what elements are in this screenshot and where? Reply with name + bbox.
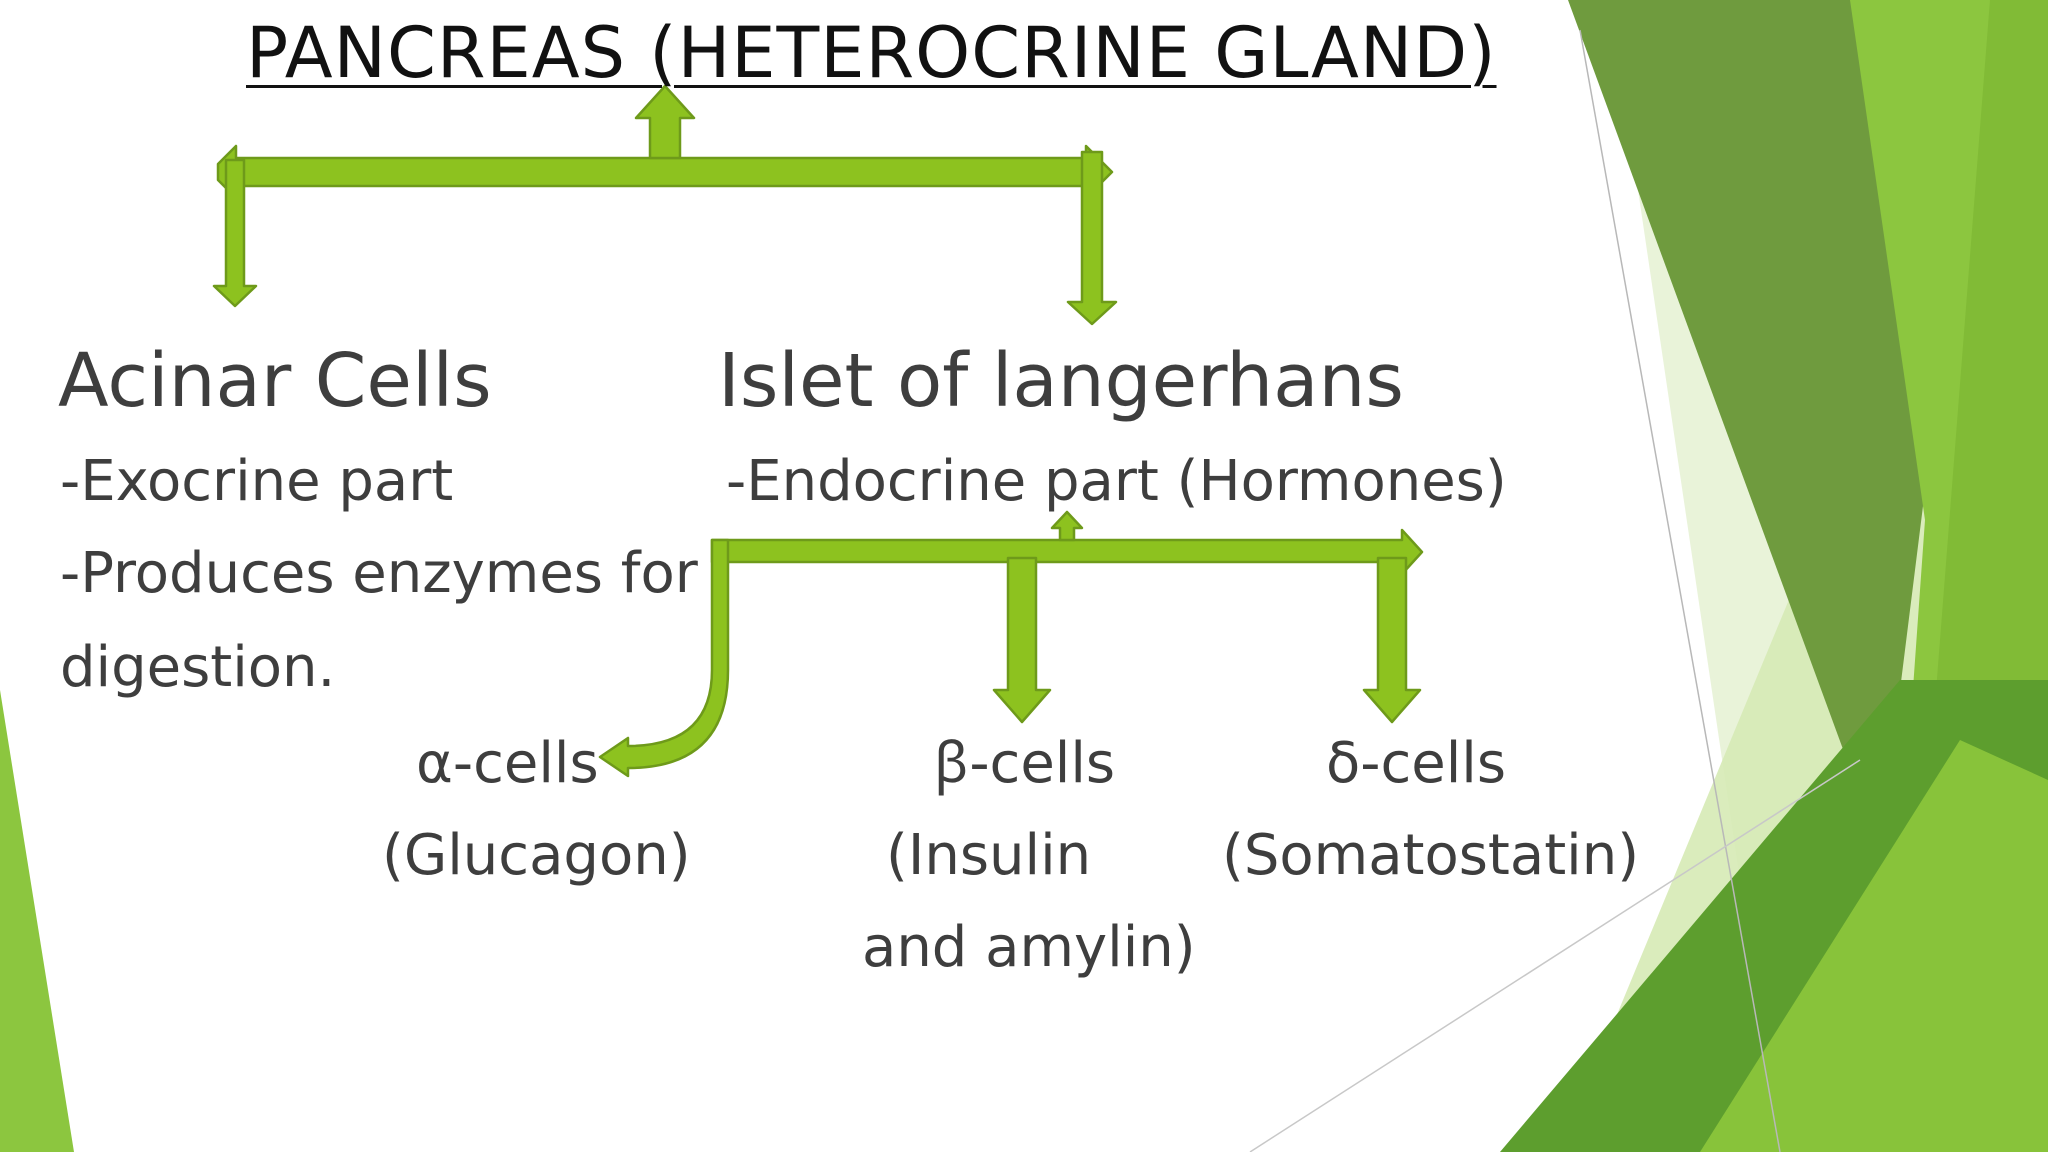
- slide-title: PANCREAS (HETEROCRINE GLAND): [246, 12, 1497, 94]
- up-arrow-to-endocrine: [1050, 510, 1084, 542]
- down-arrow-beta: [992, 556, 1052, 724]
- acinar-line-exocrine: -Exocrine part: [60, 449, 454, 514]
- up-arrow-to-title: [634, 84, 696, 160]
- beta-cells-hormone-line2: and amylin): [862, 915, 1196, 980]
- acinar-cells-heading: Acinar Cells: [58, 338, 492, 424]
- beta-cells-label: ꞵ-cells: [934, 731, 1116, 796]
- lower-horizontal-arrow: [710, 528, 1424, 576]
- alpha-cells-label: α-cells: [416, 731, 599, 796]
- curved-arrow-alpha: [598, 538, 730, 778]
- delta-cells-hormone: (Somatostatin): [1222, 823, 1640, 888]
- down-arrow-acinar: [212, 158, 258, 308]
- acinar-line-enzymes: -Produces enzymes for: [60, 541, 698, 606]
- islet-heading: Islet of langerhans: [718, 338, 1404, 424]
- down-arrow-islet: [1066, 150, 1118, 326]
- deco-left-sliver: [0, 690, 74, 1152]
- deco-bottom-bright: [1700, 740, 2048, 1152]
- deco-thin-line-1: [1579, 29, 1781, 1152]
- beta-cells-hormone-line1: (Insulin: [886, 823, 1092, 888]
- alpha-cells-hormone: (Glucagon): [382, 823, 691, 888]
- acinar-line-digestion: digestion.: [60, 635, 336, 700]
- islet-line-endocrine: -Endocrine part (Hormones): [726, 449, 1507, 514]
- deco-dark-wedge: [1568, 0, 1925, 850]
- deco-thin-line-2: [1249, 759, 1861, 1152]
- down-arrow-delta: [1362, 556, 1422, 724]
- delta-cells-label: δ-cells: [1326, 731, 1507, 796]
